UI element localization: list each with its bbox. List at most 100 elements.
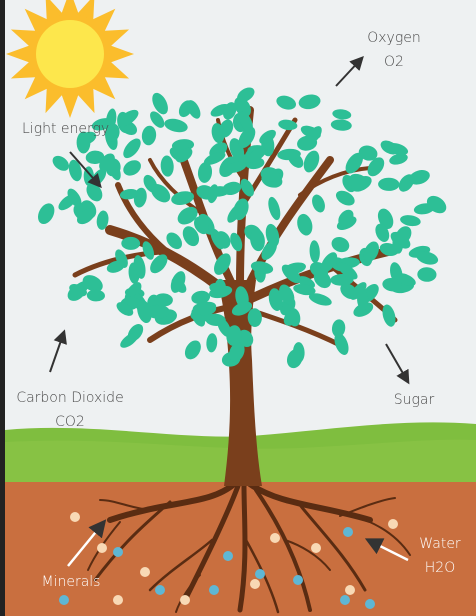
leaf <box>226 325 242 346</box>
leaf <box>293 284 316 296</box>
leaf <box>382 278 402 292</box>
arrow-sugar <box>385 343 410 385</box>
leaf <box>367 157 385 177</box>
leaf <box>426 195 447 214</box>
leaf <box>230 232 243 252</box>
leaf <box>194 216 209 235</box>
mineral-particle <box>388 519 398 529</box>
leaf <box>171 277 187 293</box>
leaf <box>222 181 242 196</box>
leaf <box>396 273 416 286</box>
leaf <box>279 284 295 305</box>
leaf <box>141 125 157 146</box>
leaf <box>154 293 173 307</box>
leaf <box>334 332 349 355</box>
leaf <box>375 223 390 242</box>
leaf <box>268 288 283 311</box>
water-droplet <box>343 527 353 537</box>
water-droplet <box>255 569 265 579</box>
leaf <box>76 208 95 225</box>
leaf <box>286 349 303 369</box>
leaf <box>240 178 254 197</box>
leaf <box>203 151 226 165</box>
leaf <box>119 188 139 200</box>
leaf <box>229 342 245 362</box>
leaf <box>166 232 182 250</box>
leaf <box>276 95 297 110</box>
leaf <box>206 333 218 353</box>
leaf <box>123 160 141 176</box>
water-droplet <box>209 585 219 595</box>
leaf <box>297 213 313 236</box>
frame-left <box>0 0 5 616</box>
leaf <box>152 92 168 115</box>
leaf <box>150 254 168 274</box>
leaf <box>37 203 55 225</box>
leaf <box>363 241 379 262</box>
leaf <box>192 302 217 316</box>
mineral-particle <box>70 512 80 522</box>
leaf <box>303 150 320 173</box>
leaf <box>171 191 195 205</box>
leaf <box>250 228 265 252</box>
leaf <box>283 309 300 326</box>
leaf <box>237 87 255 103</box>
leaf <box>330 119 352 131</box>
leaf <box>277 148 301 161</box>
leaf <box>146 304 170 319</box>
label-oxygen-name: Oxygen <box>367 30 421 46</box>
leaf <box>231 301 253 316</box>
leaf <box>338 209 354 227</box>
leaf <box>239 111 253 133</box>
label-carbon-dioxide-name: Carbon Dioxide <box>16 390 124 406</box>
leaf <box>207 184 219 204</box>
leaf <box>389 153 408 165</box>
leaf <box>142 241 155 260</box>
water-droplet <box>113 547 123 557</box>
label-light-energy: Light energy <box>22 117 122 141</box>
leaf <box>85 150 105 165</box>
mineral-particle <box>97 543 107 553</box>
leaf <box>237 329 254 348</box>
leaf <box>209 282 229 296</box>
leaf <box>247 147 266 163</box>
leaf <box>281 264 301 284</box>
leaf <box>380 140 399 155</box>
leaf <box>96 210 109 230</box>
leaf <box>116 302 134 316</box>
leaf <box>58 194 77 211</box>
leaf <box>265 223 280 247</box>
leaf <box>260 167 280 182</box>
mineral-particle <box>140 567 150 577</box>
leaf <box>331 237 350 253</box>
leaf <box>52 155 69 171</box>
arrow-light-energy <box>69 151 102 189</box>
label-minerals-text: Minerals <box>41 574 101 590</box>
arrow-water <box>364 538 409 562</box>
water-droplet <box>223 551 233 561</box>
leaf <box>133 255 146 279</box>
leaf <box>123 138 141 159</box>
sun-icon <box>6 0 134 118</box>
leaf <box>297 135 318 151</box>
leaf <box>222 102 237 120</box>
leaf <box>105 123 120 142</box>
mineral-particle <box>270 533 280 543</box>
leaf <box>224 161 247 173</box>
arrow-carbon-dioxide <box>49 329 67 373</box>
leaf <box>178 100 193 118</box>
label-sugar-text: Sugar <box>393 392 435 408</box>
leaf <box>184 340 201 360</box>
tree-icon <box>37 87 447 486</box>
mineral-particle <box>180 595 190 605</box>
leaf <box>219 119 234 138</box>
label-water: Water H2O <box>410 532 470 580</box>
leaf <box>335 190 355 206</box>
leaf <box>400 215 421 227</box>
leaf <box>117 109 139 127</box>
leaf <box>121 236 141 250</box>
leaf <box>313 270 332 289</box>
leaf <box>417 267 437 282</box>
